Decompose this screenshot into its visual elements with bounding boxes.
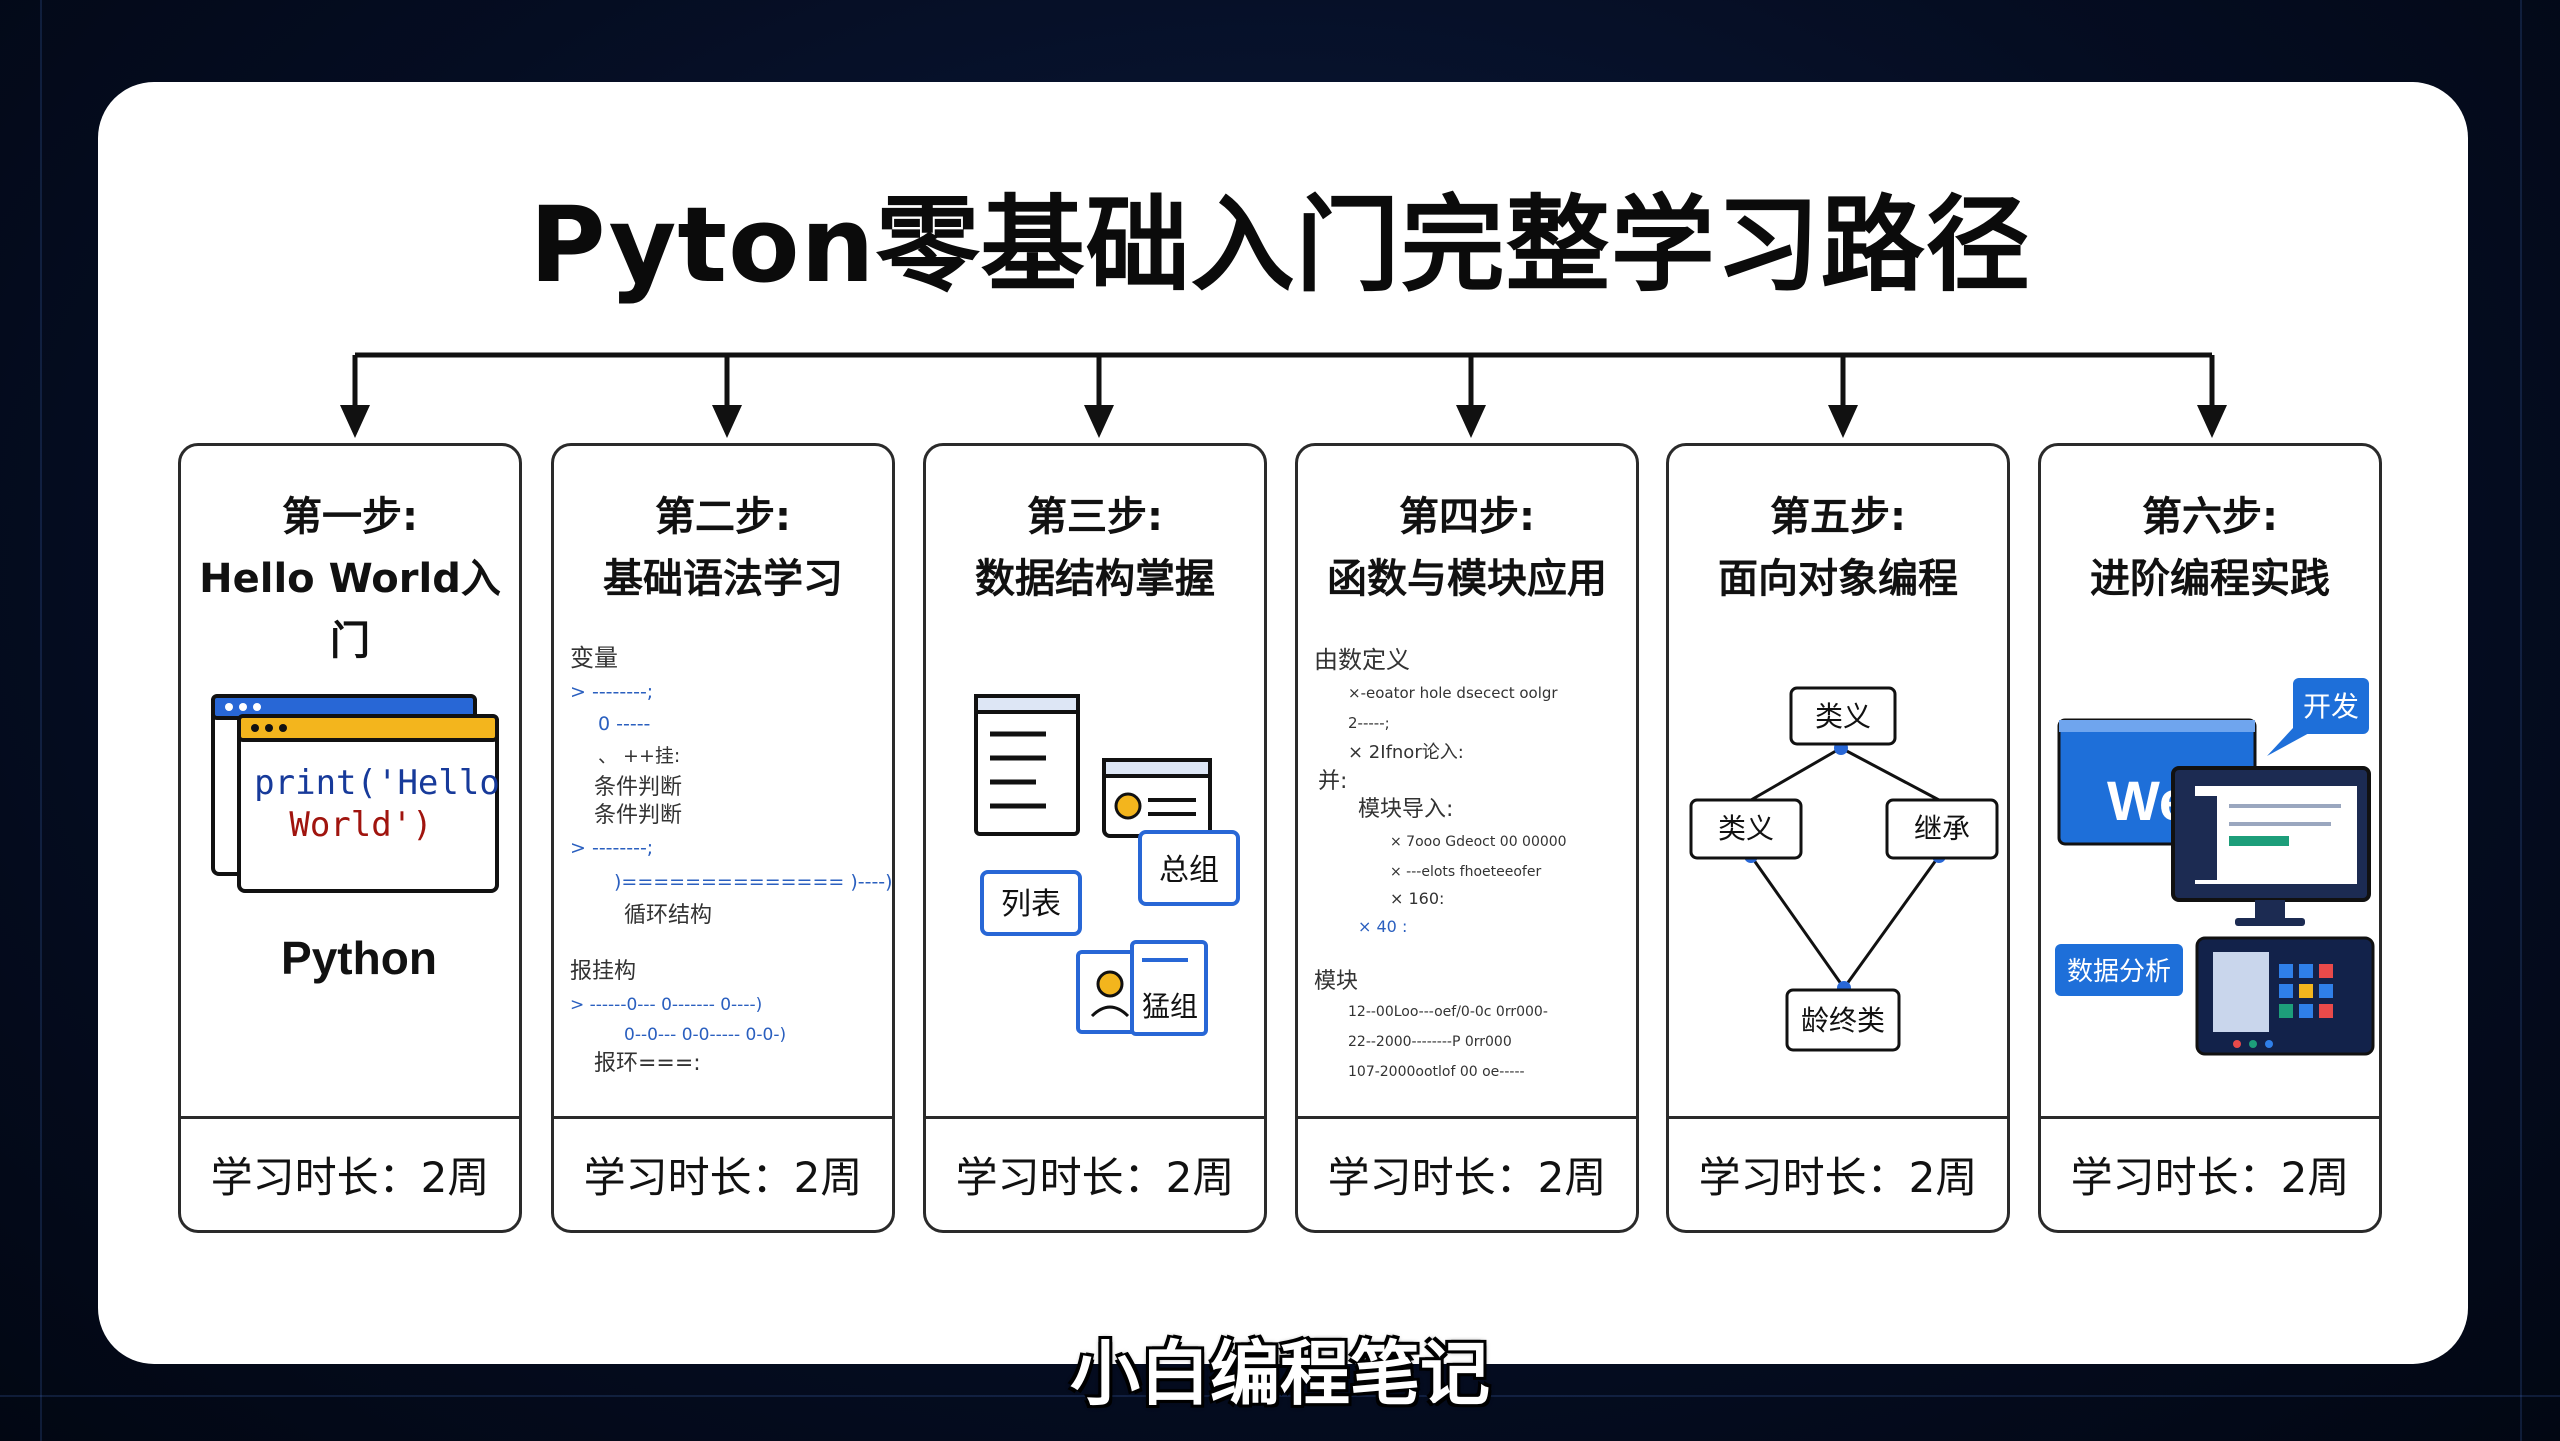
syntax-line: 0 ----- — [598, 713, 650, 735]
background-line — [0, 1395, 2560, 1397]
step-card-2: 第二步: 基础语法学习 变量 > --------; 0 ----- 、 ++挂… — [551, 443, 895, 1233]
class-node-left: 类义 — [1718, 812, 1774, 845]
step-label: 第三步: — [1027, 494, 1163, 540]
document-icon — [974, 694, 1080, 836]
dashboard-icon — [2195, 936, 2375, 1056]
step-name: 数据结构掌握 — [975, 556, 1215, 602]
code-window-illustration: print('Hello World') Python — [211, 694, 500, 984]
function-line: 由数定义 — [1314, 646, 1410, 674]
function-line: 22--2000--------P 0rr000 — [1348, 1034, 1512, 1050]
function-line: × 40 : — [1358, 917, 1407, 936]
data-analysis-tag: 数据分析 — [2067, 957, 2171, 987]
data-structure-illustration: 总组 列表 猛组 — [974, 694, 1240, 1036]
function-line: 12--00Loo---oef/0-0c 0rr000- — [1348, 1004, 1548, 1020]
step-card-6: 第六步: 进阶编程实践 Web 开发 数据分析 — [2038, 443, 2382, 1233]
arrow-icon — [1084, 405, 1114, 438]
function-line: 模块 — [1314, 969, 1358, 994]
code-line: World') — [289, 805, 432, 845]
function-line: × ---elots fhoeteeofer — [1390, 864, 1541, 880]
step-duration: 学习时长：2周 — [1669, 1116, 2007, 1230]
step-label: 第六步: — [2142, 494, 2278, 540]
function-line: 107-2000ootlof 00 oe----- — [1348, 1064, 1525, 1080]
python-caption: Python — [281, 932, 437, 984]
set-label: 猛组 — [1142, 990, 1198, 1023]
function-line: 2-----; — [1348, 714, 1390, 732]
syntax-line: 条件判断 — [594, 803, 682, 828]
syntax-line: 循环结构 — [624, 903, 712, 928]
class-node-top: 类义 — [1815, 700, 1871, 733]
function-line: 模块导入: — [1358, 797, 1453, 822]
function-line: 并: — [1318, 769, 1347, 794]
arrow-icon — [1828, 405, 1858, 438]
advanced-practice-illustration: Web 开发 数据分析 — [2055, 678, 2375, 1056]
background-line — [2520, 0, 2522, 1441]
step-header: 第四步: 函数与模块应用 — [1298, 486, 1636, 610]
syntax-line: > --------; — [570, 837, 653, 859]
syntax-line: )============== )----) — [614, 871, 893, 893]
arrow-icon — [1456, 405, 1486, 438]
monitor-icon — [2171, 766, 2371, 926]
syntax-line: > ------0--- 0------- 0----) — [570, 995, 762, 1015]
step-card-1: 第一步: Hello World入门 print('Hello World') … — [178, 443, 522, 1233]
step-card-5: 第五步: 面向对象编程 类义 类义 继承 龄终类 学习时长：2周 — [1666, 443, 2010, 1233]
function-line: × 7ooo Gdeoct 00 00000 — [1390, 834, 1567, 850]
syntax-line: 条件判断 — [594, 775, 682, 800]
syntax-line: 报挂构 — [570, 959, 636, 984]
step-card-4: 第四步: 函数与模块应用 由数定义 ×-eoator hole dsecect … — [1295, 443, 1639, 1233]
window-icon — [1102, 758, 1212, 838]
syntax-line: 0--0--- 0-0----- 0-0-) — [624, 1025, 786, 1045]
class-node-right: 继承 — [1914, 812, 1970, 845]
step-duration: 学习时长：2周 — [554, 1116, 892, 1230]
step-duration: 学习时长：2周 — [926, 1116, 1264, 1230]
step-name: 基础语法学习 — [603, 556, 843, 602]
set-card-icon: 猛组 — [1076, 940, 1208, 1036]
code-line: print('Hello — [254, 763, 500, 803]
class-node-bottom: 龄终类 — [1801, 1004, 1885, 1037]
step-header: 第五步: 面向对象编程 — [1669, 486, 2007, 610]
page-title: Pyton零基础入门完整学习路径 — [529, 184, 2031, 306]
step-name: 函数与模块应用 — [1327, 556, 1607, 602]
step-label: 第二步: — [655, 494, 791, 540]
watermark: 小白编程笔记 — [1070, 1333, 1490, 1415]
step-duration: 学习时长：2周 — [181, 1116, 519, 1230]
step-name: 进阶编程实践 — [2090, 556, 2330, 602]
step-card-3: 第三步: 数据结构掌握 总组 列表 — [923, 443, 1267, 1233]
function-line: × 2Ifnor论入: — [1348, 742, 1464, 763]
arrow-icon — [712, 405, 742, 438]
step-name: 面向对象编程 — [1718, 556, 1958, 602]
step-header: 第一步: Hello World入门 — [181, 486, 519, 672]
step-duration: 学习时长：2周 — [2041, 1116, 2379, 1230]
background-line — [40, 0, 42, 1441]
step-label: 第五步: — [1770, 494, 1906, 540]
class-hierarchy-illustration: 类义 类义 继承 龄终类 — [1689, 686, 1999, 1052]
function-line: ×-eoator hole dsecect oolgr — [1348, 684, 1558, 702]
step-header: 第六步: 进阶编程实践 — [2041, 486, 2379, 610]
step-duration: 学习时长：2周 — [1298, 1116, 1636, 1230]
step-label: 第四步: — [1399, 494, 1535, 540]
syntax-line: 报环===: — [594, 1051, 701, 1076]
list-label: 列表 — [1001, 887, 1061, 922]
syntax-line: > --------; — [570, 681, 653, 703]
flow-connector — [340, 352, 2227, 438]
syntax-line: 、 ++挂: — [598, 745, 680, 767]
dev-tag: 开发 — [2303, 690, 2359, 723]
dict-label: 总组 — [1159, 853, 1219, 888]
step-name: Hello World入门 — [199, 556, 501, 664]
function-line: × 160: — [1390, 889, 1444, 908]
arrow-icon — [2197, 405, 2227, 438]
arrow-icon — [340, 405, 370, 438]
step-header: 第三步: 数据结构掌握 — [926, 486, 1264, 610]
syntax-illustration: 变量 > --------; 0 ----- 、 ++挂: 条件判断 条件判断 … — [570, 644, 893, 1076]
syntax-line: 变量 — [570, 644, 618, 672]
function-module-illustration: 由数定义 ×-eoator hole dsecect oolgr 2-----;… — [1314, 646, 1567, 1080]
step-label: 第一步: — [282, 494, 418, 540]
step-header: 第二步: 基础语法学习 — [554, 486, 892, 610]
